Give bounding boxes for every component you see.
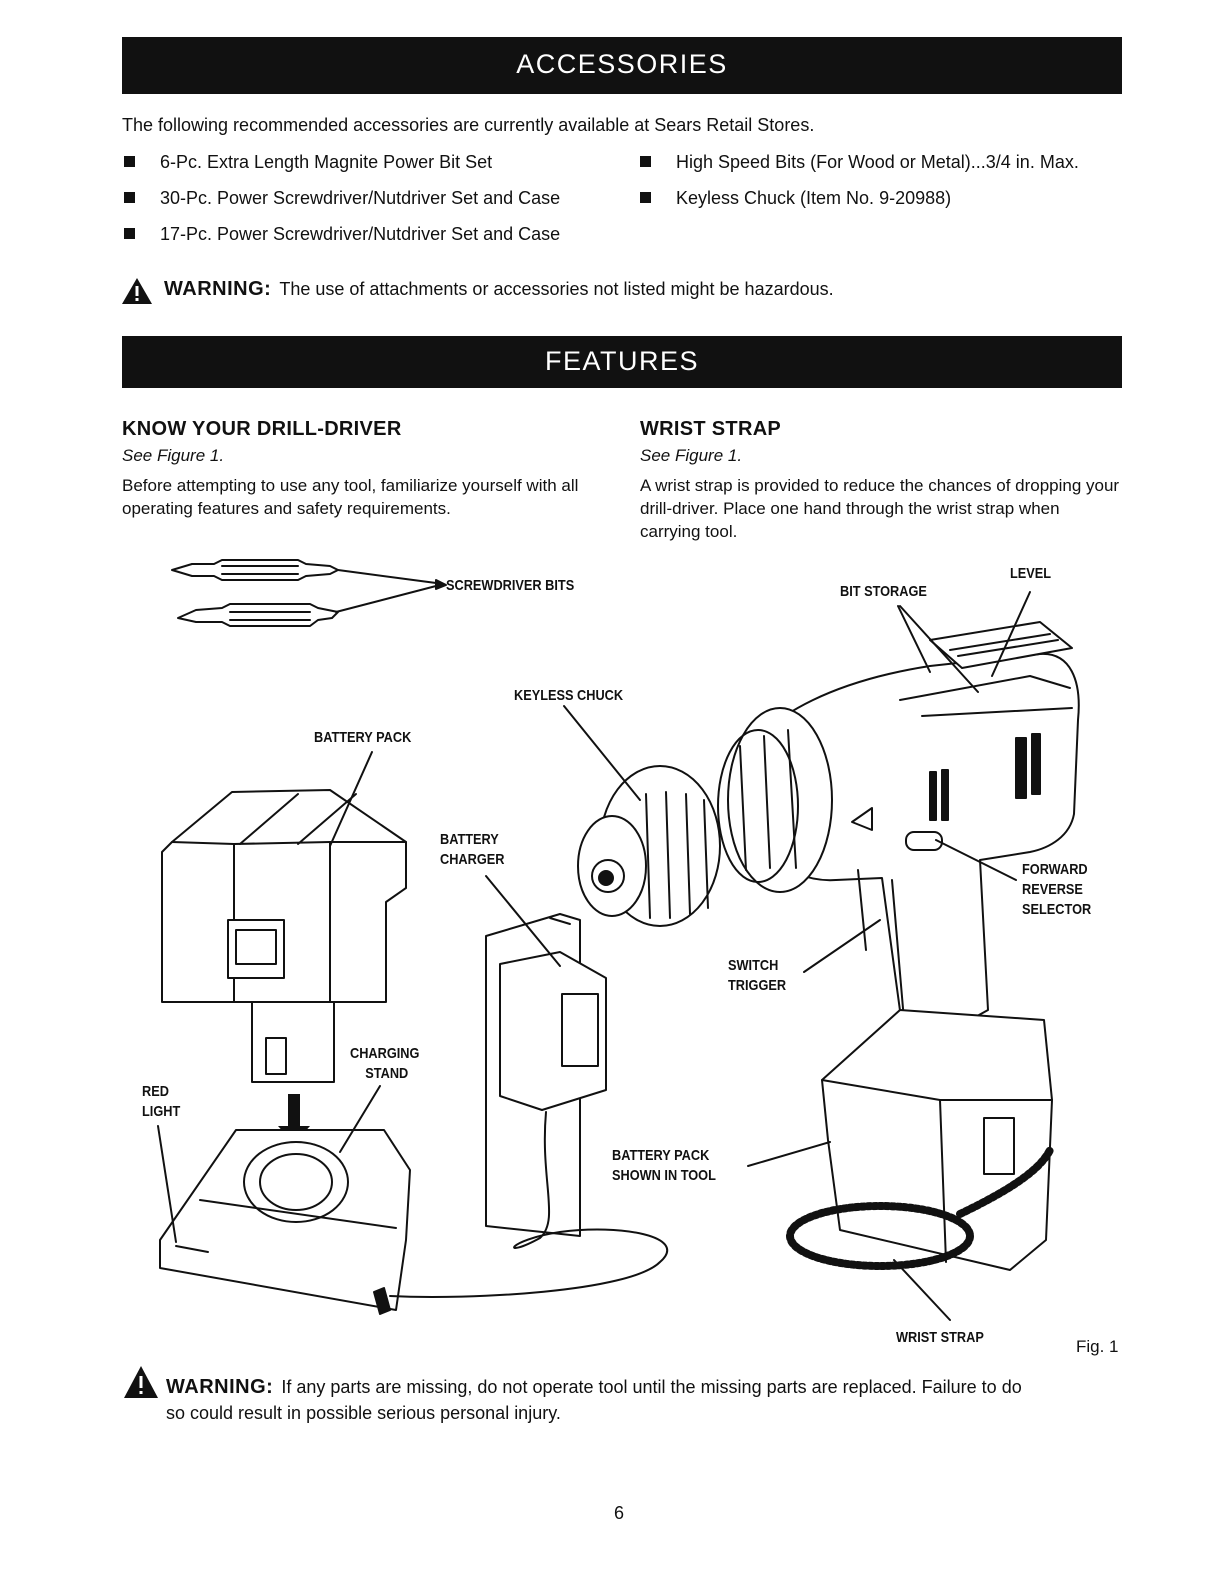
- bottom-warning-line2: so could result in possible serious pers…: [166, 1403, 561, 1423]
- warning-text: The use of attachments or accessories no…: [279, 279, 834, 299]
- accessories-banner: ACCESSORIES: [122, 37, 1122, 94]
- charging-stand-icon: [159, 1129, 411, 1311]
- label-keyless-chuck: KEYLESS CHUCK: [514, 687, 624, 704]
- drill-driver-icon: [577, 621, 1080, 1271]
- battery-charger-icon: [485, 913, 607, 1237]
- warning-triangle-icon: [124, 1366, 158, 1398]
- label-bit-storage: BIT STORAGE: [840, 583, 927, 600]
- battery-pack-icon: [161, 789, 407, 1083]
- label-wrist-strap: WRIST STRAP: [896, 1329, 984, 1346]
- wrist-text: A wrist strap is provided to reduce the …: [640, 476, 1120, 541]
- label-battery-pack: BATTERY PACK: [314, 729, 412, 746]
- know-heading: KNOW YOUR DRILL-DRIVER: [122, 418, 402, 440]
- accessory-item: 17-Pc. Power Screwdriver/Nutdriver Set a…: [123, 224, 561, 244]
- bottom-warning: WARNING: If any parts are missing, do not…: [166, 1376, 1022, 1399]
- know-see-figure: See Figure 1.: [122, 446, 225, 465]
- screwdriver-bit-icon: [171, 559, 339, 627]
- label-level: LEVEL: [1010, 565, 1052, 582]
- warning-triangle-icon: [122, 278, 152, 304]
- know-text: Before attempting to use any tool, famil…: [122, 476, 579, 518]
- accessories-intro: The following recommended accessories ar…: [122, 115, 815, 135]
- wrist-see-figure: See Figure 1.: [640, 446, 743, 465]
- warning-label: WARNING:: [166, 1376, 274, 1398]
- accessories-warning: WARNING: The use of attachments or access…: [164, 278, 834, 301]
- accessory-item: Keyless Chuck (Item No. 9-20988): [639, 188, 952, 208]
- features-banner: FEATURES: [122, 336, 1122, 388]
- label-screwdriver-bits: SCREWDRIVER BITS: [446, 577, 575, 594]
- figure-caption: Fig. 1: [1076, 1337, 1119, 1356]
- wrist-heading: WRIST STRAP: [640, 418, 782, 440]
- accessory-item: High Speed Bits (For Wood or Metal)...3/…: [640, 152, 1079, 172]
- warning-label: WARNING:: [164, 278, 272, 300]
- warning-text: If any parts are missing, do not operate…: [281, 1377, 1022, 1397]
- page-number: 6: [614, 1503, 625, 1523]
- accessory-item: 30-Pc. Power Screwdriver/Nutdriver Set a…: [123, 188, 561, 208]
- accessory-item: 6-Pc. Extra Length Magnite Power Bit Set: [123, 152, 493, 172]
